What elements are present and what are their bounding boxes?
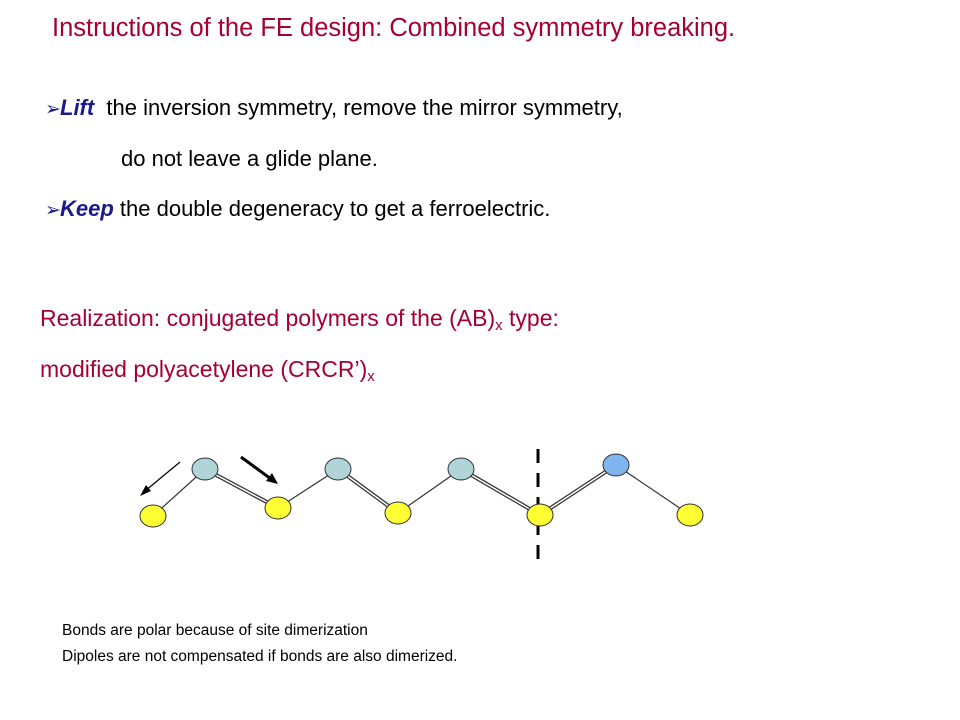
- atom-lower: [676, 503, 704, 527]
- dipole-arrow-left: [140, 461, 181, 496]
- slide-title: Instructions of the FE design: Combined …: [52, 14, 736, 42]
- atom-lower: [384, 501, 412, 525]
- atom-upper-blue: [602, 453, 630, 477]
- bullet-lift-text: the inversion symmetry, remove the mirro…: [94, 95, 623, 120]
- polyacetylene-text: modified polyacetylene (CRCR’): [40, 356, 368, 382]
- caption-line-2: Dipoles are not compensated if bonds are…: [62, 648, 458, 665]
- bullet-lift-continuation: do not leave a glide plane.: [121, 146, 378, 171]
- bullet-lift: ➢Lift the inversion symmetry, remove the…: [45, 95, 623, 121]
- atom-upper: [191, 457, 219, 481]
- realization-text: Realization: conjugated polymers of the …: [40, 305, 496, 331]
- double-bond: [204, 467, 279, 510]
- polymer-chain-diagram: [139, 449, 704, 560]
- realization-end: type:: [502, 305, 559, 331]
- realization-subscript: x: [495, 317, 503, 334]
- bullet-lift-keyword: Lift: [60, 95, 95, 120]
- atom-lower: [526, 503, 554, 527]
- atom-lower: [264, 496, 292, 520]
- arrow-bullet-icon: ➢: [45, 99, 61, 120]
- dipole-arrow-right: [240, 455, 278, 484]
- bullet-keep: ➢Keep the double degeneracy to get a fer…: [45, 196, 550, 222]
- arrow-bullet-icon: ➢: [45, 200, 61, 221]
- single-bond: [615, 464, 691, 516]
- bullet-keep-keyword: Keep: [60, 196, 114, 221]
- double-bond: [459, 467, 542, 517]
- double-bond: [538, 463, 618, 517]
- bullet-keep-text: the double degeneracy to get a ferroelec…: [113, 196, 551, 221]
- realization-line-1: Realization: conjugated polymers of the …: [40, 305, 559, 334]
- atom-upper: [447, 457, 475, 481]
- caption-line-1: Bonds are polar because of site dimeriza…: [62, 622, 368, 639]
- atom-upper: [324, 457, 352, 481]
- atom-lower: [139, 504, 167, 528]
- polyacetylene-subscript: x: [367, 368, 375, 385]
- chain-atoms: [139, 453, 704, 528]
- single-bond: [397, 468, 462, 514]
- realization-line-2: modified polyacetylene (CRCR’)x: [40, 356, 375, 385]
